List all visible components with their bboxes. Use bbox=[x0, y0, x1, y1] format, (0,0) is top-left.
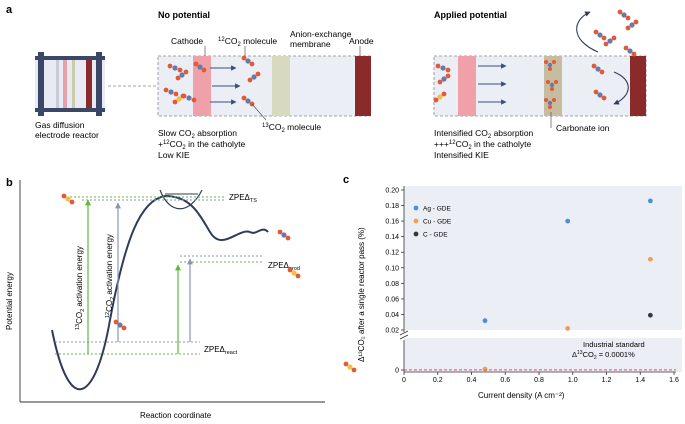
y-tick-label: 0.18 bbox=[385, 203, 399, 210]
y-tick-label: 0.04 bbox=[385, 312, 399, 319]
chart-x-axis-label: Current density (A cm⁻²) bbox=[478, 391, 565, 400]
left-molecules bbox=[163, 55, 261, 107]
carbonate-label: Carbonate ion bbox=[556, 123, 610, 133]
zpe-prod-label: ZPEΔprod bbox=[268, 261, 300, 272]
axis-break-mark-bottom bbox=[399, 334, 409, 340]
x-tick-label: 0.6 bbox=[500, 377, 510, 384]
axis-break-mark-top bbox=[399, 330, 409, 336]
energy-curve-left bbox=[51, 194, 251, 391]
x-tick-label: 1.2 bbox=[602, 377, 612, 384]
data-point bbox=[482, 318, 488, 324]
data-point bbox=[647, 312, 653, 318]
y-tick-label: 0.16 bbox=[385, 219, 399, 226]
y-tick-label: 0 bbox=[395, 368, 399, 375]
aem-label-line1: Anion-exchange bbox=[290, 29, 352, 39]
zpe-ts-label: ZPEΔTS bbox=[229, 193, 257, 204]
left-membrane bbox=[272, 56, 290, 116]
right-caption-line2: +++12CO2 in the catholyte bbox=[434, 139, 531, 151]
chart-legend: Ag - GDE Cu - GDE C - GDE bbox=[413, 205, 452, 239]
energy-curve-right bbox=[249, 228, 269, 234]
zpe-react-label: ZPEΔreact bbox=[204, 345, 238, 356]
aem-label-line2: membrane bbox=[290, 39, 331, 49]
right-molecules bbox=[433, 9, 639, 109]
y-tick-label: 0.06 bbox=[385, 296, 399, 303]
x-tick-label: 0 bbox=[402, 377, 406, 384]
left-cathode bbox=[193, 56, 211, 116]
b-y-axis-label: Potential energy bbox=[5, 272, 14, 330]
b-x-axis-label: Reaction coordinate bbox=[140, 411, 212, 420]
left-cell-box bbox=[157, 55, 371, 117]
c-molecule bbox=[343, 361, 357, 373]
act13-label: 13CO2 activation energy bbox=[75, 246, 86, 330]
c12-molecule-label: 12CO2 molecule bbox=[218, 36, 277, 48]
y-tick-label: 0.02 bbox=[385, 328, 399, 335]
data-point bbox=[565, 218, 571, 224]
right-caption-line3: Intensified KIE bbox=[434, 150, 489, 160]
right-caption-line1: Intensified CO2 absorption bbox=[434, 128, 534, 140]
y-tick-label: 0.10 bbox=[385, 265, 399, 272]
left-caption-line1: Slow CO2 absorption bbox=[158, 128, 237, 140]
data-point bbox=[565, 326, 571, 331]
legend-label: Ag - GDE bbox=[423, 206, 451, 213]
data-point bbox=[647, 198, 653, 204]
panel-a: a Gas diffusion electrode reactor No pot… bbox=[6, 4, 647, 160]
legend-label: C - GDE bbox=[423, 232, 448, 239]
panel-c-letter: c bbox=[343, 174, 349, 186]
x-tick-label: 0.2 bbox=[433, 377, 443, 384]
x-tick-label: 0.8 bbox=[534, 377, 544, 384]
y-tick-label: 0.14 bbox=[385, 234, 399, 241]
legend-label: Cu - GDE bbox=[423, 219, 452, 226]
x-tick-label: 0.4 bbox=[467, 377, 477, 384]
c13-leader bbox=[251, 103, 267, 121]
chart-ticks: 0 0.02 0.04 0.06 0.08 0.10 0.12 0.14 0.16 0.18 0.2… bbox=[385, 188, 679, 385]
c13-molecule-label: 13CO2 molecule bbox=[262, 122, 321, 134]
legend-marker bbox=[413, 218, 419, 224]
ts-well bbox=[159, 189, 203, 210]
y-tick-label: 0.12 bbox=[385, 250, 399, 257]
y-tick-label: 0.20 bbox=[385, 188, 399, 195]
left-header: No potential bbox=[158, 10, 210, 20]
chart-points bbox=[482, 198, 653, 372]
data-point bbox=[647, 256, 653, 262]
legend-marker bbox=[413, 231, 419, 237]
act12-label: 12CO2 activation energy bbox=[105, 234, 116, 318]
cathode-label: Cathode bbox=[171, 36, 203, 46]
y-tick-label: 0.08 bbox=[385, 281, 399, 288]
x-tick-label: 1.4 bbox=[635, 377, 645, 384]
chart-y-axis-label: Δ¹³CO₂ after a single reactor pass (%) bbox=[357, 227, 366, 362]
reactor-label-line1: Gas diffusion bbox=[35, 120, 85, 130]
reactor-icon bbox=[35, 52, 105, 116]
panel-b: b Potential energy Reaction coordinate Z… bbox=[5, 177, 325, 420]
curved-arrow-down bbox=[613, 71, 629, 105]
panel-b-letter: b bbox=[6, 177, 13, 189]
chart-axes bbox=[399, 186, 676, 373]
b-molecules bbox=[61, 193, 301, 331]
left-caption-line3: Low KIE bbox=[158, 150, 190, 160]
right-header: Applied potential bbox=[434, 10, 507, 20]
chart-lower-background bbox=[404, 338, 682, 372]
chart-upper-background bbox=[404, 186, 682, 330]
data-point bbox=[482, 366, 488, 372]
right-cathode bbox=[458, 56, 476, 116]
legend-marker bbox=[413, 205, 419, 211]
x-tick-label: 1.6 bbox=[669, 377, 679, 384]
panel-a-letter: a bbox=[6, 4, 13, 16]
panel-c: c 00.020.040.060.080.100.120.140.160.180… bbox=[343, 174, 682, 400]
curved-arrow-up bbox=[576, 11, 599, 53]
industrial-label-line1: Industrial standard bbox=[583, 340, 645, 349]
left-anode bbox=[355, 56, 371, 116]
x-tick-label: 1.0 bbox=[568, 377, 578, 384]
anode-label: Anode bbox=[349, 36, 374, 46]
industrial-label-line2: Δ13CO2 = 0.0001% bbox=[572, 350, 635, 361]
reactor-label-line2: electrode reactor bbox=[35, 130, 99, 140]
left-caption-line2: +12CO2 in the catholyte bbox=[158, 139, 246, 151]
right-anode bbox=[630, 56, 646, 116]
